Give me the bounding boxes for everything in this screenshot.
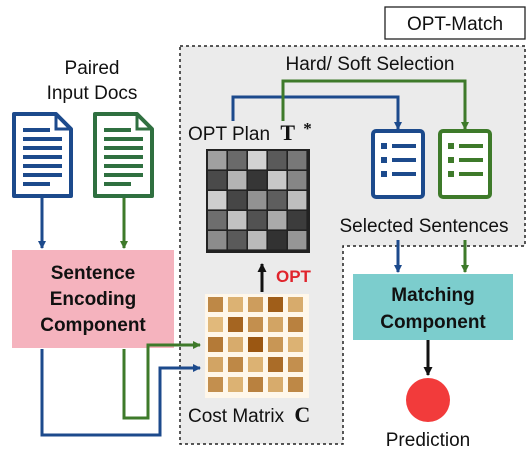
cost-matrix-cell — [228, 297, 243, 312]
opt-plan-cell — [248, 211, 267, 230]
cost-matrix-cell — [228, 337, 243, 352]
opt-plan-cell — [288, 191, 307, 210]
opt-plan-cell — [288, 171, 307, 190]
opt-plan-cell — [248, 231, 267, 250]
cost-matrix-cell — [288, 377, 303, 392]
cost-matrix-label: Cost Matrix C — [188, 402, 310, 427]
cost-matrix-cell — [208, 337, 223, 352]
encoder-label-line1: Sentence — [51, 263, 135, 284]
opt-plan-cell — [228, 171, 247, 190]
blue-document-icon — [12, 112, 73, 198]
blue-encoding-to-cost-arrow — [40, 349, 201, 437]
opt-plan-cell — [288, 151, 307, 170]
cost-matrix-cell — [208, 377, 223, 392]
cost-matrix-cell — [228, 357, 243, 372]
opt-plan-label: OPT Plan T * — [188, 119, 312, 145]
input-label-line1: Paired — [65, 58, 120, 79]
opt-plan-cell — [208, 171, 227, 190]
cost-matrix-cell — [248, 377, 263, 392]
green-document-icon — [93, 112, 154, 198]
cost-matrix-cell — [288, 317, 303, 332]
opt-arrow-label: OPT — [276, 267, 312, 286]
opt-plan-cell — [208, 191, 227, 210]
prediction-label: Prediction — [386, 430, 471, 451]
opt-plan-cell — [268, 171, 287, 190]
opt-plan-cell — [228, 231, 247, 250]
cost-matrix-cell — [268, 357, 283, 372]
cost-matrix-cell — [248, 297, 263, 312]
prediction-circle — [406, 378, 450, 422]
cost-matrix-cell — [288, 357, 303, 372]
cost-matrix-cell — [288, 297, 303, 312]
opt-plan-cell — [228, 151, 247, 170]
cost-matrix-cell — [208, 317, 223, 332]
opt-plan-cell — [268, 231, 287, 250]
selected-sentences-label: Selected Sentences — [339, 216, 508, 237]
matching-label-line1: Matching — [391, 285, 474, 306]
opt-plan-cell — [248, 171, 267, 190]
opt-plan-cell — [228, 191, 247, 210]
green-encoding-to-cost-arrow — [122, 341, 201, 420]
cost-matrix-cell — [268, 317, 283, 332]
title: OPT-Match — [407, 14, 503, 35]
opt-plan-cell — [228, 211, 247, 230]
cost-matrix-cell — [268, 297, 283, 312]
blue-selection-arrow — [231, 95, 402, 130]
cost-matrix — [205, 294, 309, 398]
cost-matrix-cell — [248, 317, 263, 332]
cost-matrix-cell — [228, 377, 243, 392]
opt-plan-matrix — [206, 149, 310, 253]
opt-plan-cell — [208, 231, 227, 250]
opt-plan-cell — [208, 151, 227, 170]
cost-matrix-cell — [228, 317, 243, 332]
green-selected-list-icon — [438, 129, 492, 199]
cost-matrix-cell — [248, 357, 263, 372]
cost-matrix-cell — [268, 337, 283, 352]
opt-plan-cell — [288, 231, 307, 250]
encoder-label-line2: Encoding — [50, 289, 137, 310]
opt-plan-cell — [288, 211, 307, 230]
cost-matrix-cell — [268, 377, 283, 392]
cost-matrix-cell — [208, 297, 223, 312]
encoder-label-line3: Component — [40, 315, 146, 336]
opt-plan-cell — [248, 151, 267, 170]
cost-matrix-cell — [248, 337, 263, 352]
input-label-line2: Input Docs — [47, 83, 138, 104]
opt-plan-cell — [268, 211, 287, 230]
opt-plan-cell — [248, 191, 267, 210]
matching-component — [353, 274, 513, 340]
cost-matrix-cell — [288, 337, 303, 352]
title-box — [384, 6, 526, 40]
opt-plan-cell — [208, 211, 227, 230]
opt-plan-cell — [268, 151, 287, 170]
opt-plan-cell — [268, 191, 287, 210]
green-selection-arrow — [281, 79, 469, 130]
blue-selected-list-icon — [371, 129, 425, 199]
matching-label-line2: Component — [380, 312, 486, 333]
selection-label: Hard/ Soft Selection — [286, 54, 455, 75]
sentence-encoding-component — [12, 250, 174, 348]
cost-matrix-cell — [208, 357, 223, 372]
